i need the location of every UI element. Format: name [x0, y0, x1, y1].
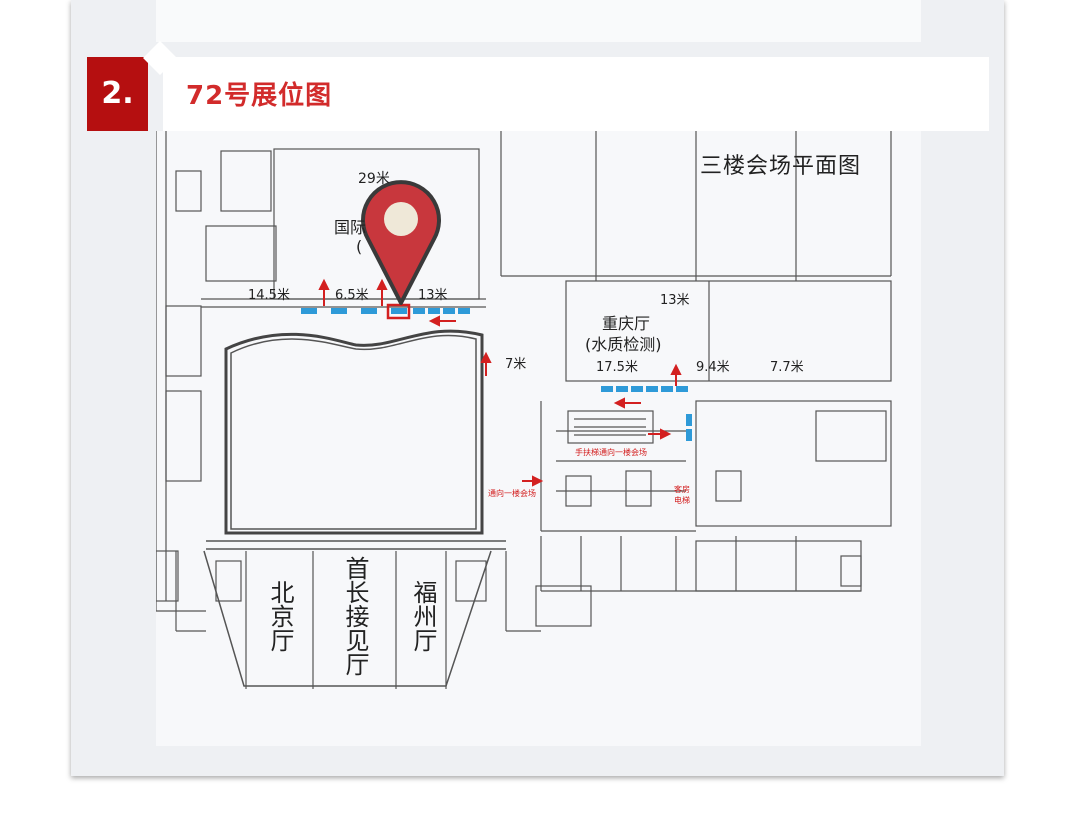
- location-pin-icon: [361, 180, 441, 305]
- hall-chongqing-subname: (水质检测): [585, 335, 662, 354]
- hall-top-name: 国际: [334, 218, 367, 237]
- hall-chongqing-name: 重庆厅: [602, 314, 651, 333]
- hall-top-segment-2: 6.5米: [335, 288, 369, 303]
- stair-block: [175, 170, 202, 212]
- section-title: 72号展位图: [186, 81, 333, 111]
- booth-row-top: [301, 308, 470, 314]
- guest-elevator-note-1: 客房: [674, 485, 690, 494]
- hall-chongqing-segment-3: 7.7米: [770, 360, 804, 375]
- section-header: [163, 57, 989, 131]
- hall-fuzhou-name: 福州厅: [409, 580, 437, 652]
- first-floor-note: 通向一楼会场: [488, 489, 536, 498]
- direction-arrows: [318, 278, 682, 487]
- hall-top-width: 29米: [358, 171, 390, 187]
- floor-plan-card: [156, 131, 921, 746]
- booth-row-chongqing: [601, 386, 692, 441]
- hall-chongqing-width: 13米: [660, 293, 690, 308]
- hall-chongqing-outline: [565, 280, 892, 382]
- escalator-note: 手扶梯通向一楼会场: [575, 448, 647, 457]
- hall-top-subname: (: [356, 237, 363, 256]
- hall-chongqing-side: 7米: [505, 357, 527, 372]
- hall-top-segment-1: 14.5米: [248, 288, 290, 303]
- map-title: 三楼会场平面图: [700, 154, 862, 179]
- highlighted-booth: [386, 303, 411, 320]
- guest-elevator-note-2: 电梯: [674, 496, 690, 505]
- hall-chongqing-segment-1: 17.5米: [596, 360, 638, 375]
- section-number: 2.: [87, 57, 148, 131]
- hall-chongqing-segment-2: 9.4米: [696, 360, 730, 375]
- hall-top-segment-3: 13米: [418, 288, 448, 303]
- previous-section-card: [156, 0, 921, 42]
- hall-reception-name: 首长接见厅: [341, 556, 369, 676]
- hall-beijing-name: 北京厅: [266, 580, 294, 652]
- escalator-outline: [567, 410, 654, 444]
- floor-plan-drawing: [156, 131, 892, 689]
